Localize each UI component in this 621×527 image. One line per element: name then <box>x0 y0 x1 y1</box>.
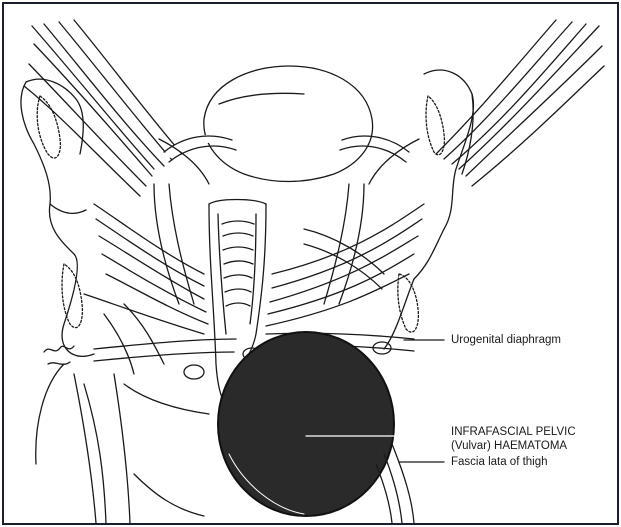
left-thigh <box>36 364 209 523</box>
label-urogenital-diaphragm: Urogenital diaphragm <box>451 333 561 347</box>
uterus <box>159 66 419 184</box>
right-upper-ligaments <box>436 20 604 186</box>
left-pelvic-muscles <box>84 184 208 374</box>
illustrator-signature <box>44 346 74 364</box>
right-pelvic-muscles <box>266 184 424 326</box>
left-upper-ligaments <box>24 20 182 196</box>
label-haematoma-line1: INFRAFASCIAL PELVIC <box>451 425 576 439</box>
haematoma <box>218 332 394 516</box>
right-pelvic-bone <box>384 70 473 349</box>
left-pelvic-bone <box>21 79 94 356</box>
label-haematoma-line2: (Vulvar) HAEMATOMA <box>451 439 567 453</box>
label-fascia-lata: Fascia lata of thigh <box>451 455 548 469</box>
